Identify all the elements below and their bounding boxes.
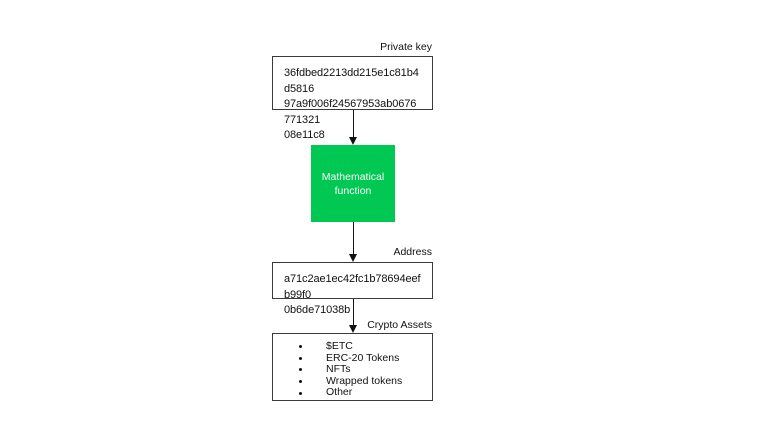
address-caption: Address (393, 246, 432, 258)
arrow-address-to-crypto-assets (349, 299, 358, 333)
arrow-private-key-to-function (349, 110, 358, 145)
list-item: Other (273, 387, 432, 399)
list-item: $ETC (273, 340, 432, 353)
private-key-caption: Private key (380, 41, 432, 53)
arrow-head-icon (349, 325, 357, 333)
list-item-label: NFTs (326, 363, 351, 376)
mathematical-function-label: Mathematical function (321, 170, 385, 197)
arrow-head-icon (349, 137, 357, 145)
list-item-label: $ETC (326, 340, 353, 352)
address-value: a71c2ae1ec42fc1b78694eefb99f0 0b6de71038… (284, 273, 421, 316)
bullet-icon (299, 380, 302, 384)
mathematical-function-box: Mathematical function (311, 145, 395, 222)
arrow-head-icon (349, 254, 357, 262)
bullet-icon (299, 356, 302, 360)
arrow-shaft (353, 110, 355, 138)
bullet-icon (299, 368, 302, 372)
crypto-assets-caption: Crypto Assets (367, 319, 432, 331)
private-key-box: 36fdbed2213dd215e1c81b4d5816 97a9f006f24… (272, 56, 433, 141)
bullet-icon (299, 345, 302, 349)
private-key-value: 36fdbed2213dd215e1c81b4d5816 97a9f006f24… (284, 67, 419, 141)
arrow-shaft (353, 299, 355, 326)
arrow-shaft (353, 222, 355, 255)
list-item: NFTs (273, 364, 432, 376)
list-item-label: Wrapped tokens (326, 374, 403, 387)
bullet-icon (299, 391, 302, 395)
list-item-label: ERC-20 Tokens (326, 351, 400, 364)
list-item: ERC-20 Tokens (273, 351, 432, 365)
list-item-label: Other (326, 386, 353, 399)
arrow-function-to-address (349, 222, 358, 262)
address-box: a71c2ae1ec42fc1b78694eefb99f0 0b6de71038… (272, 262, 433, 316)
list-item: Wrapped tokens (273, 374, 432, 388)
